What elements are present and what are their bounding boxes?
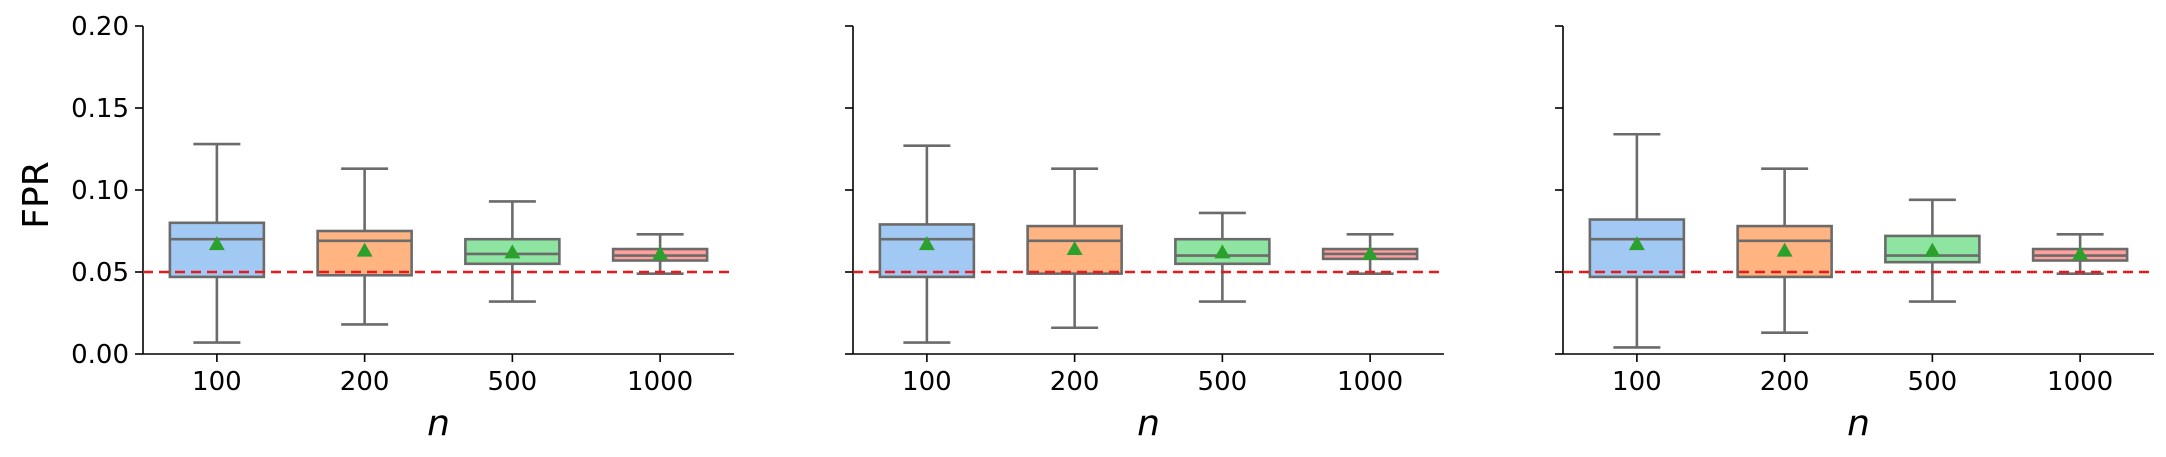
x-axis-label: n xyxy=(1847,403,1870,444)
x-tick-label: 100 xyxy=(1612,367,1662,397)
x-tick-label: 1000 xyxy=(2047,367,2113,397)
mean-marker xyxy=(1776,242,1793,257)
x-tick-label: 500 xyxy=(1198,367,1248,397)
x-tick-label: 200 xyxy=(1050,367,1100,397)
mean-marker xyxy=(918,236,935,251)
y-axis-label: FPR xyxy=(16,161,57,228)
y-tick-label: 0.05 xyxy=(71,258,129,288)
mean-marker xyxy=(1214,244,1231,259)
x-tick-label: 500 xyxy=(1908,367,1958,397)
mean-marker xyxy=(356,242,373,257)
mean-marker xyxy=(208,236,225,251)
x-tick-label: 1000 xyxy=(1337,367,1403,397)
x-axis-label: n xyxy=(1137,403,1160,444)
mean-marker xyxy=(1066,241,1083,256)
x-tick-label: 500 xyxy=(488,367,538,397)
y-tick-label: 0.15 xyxy=(71,94,129,124)
x-tick-label: 200 xyxy=(340,367,390,397)
mean-marker xyxy=(2072,245,2089,260)
y-tick-label: 0.00 xyxy=(71,340,129,370)
x-axis-label: n xyxy=(427,403,450,444)
y-tick-label: 0.10 xyxy=(71,176,129,206)
mean-marker xyxy=(504,244,521,259)
mean-marker xyxy=(1924,242,1941,257)
x-tick-label: 100 xyxy=(192,367,242,397)
x-tick-label: 1000 xyxy=(627,367,693,397)
mean-marker xyxy=(1362,245,1379,260)
x-tick-label: 200 xyxy=(1760,367,1810,397)
mean-marker xyxy=(652,245,669,260)
y-tick-label: 0.20 xyxy=(71,12,129,42)
mean-marker xyxy=(1628,236,1645,251)
box-100 xyxy=(878,223,976,279)
x-tick-label: 100 xyxy=(902,367,952,397)
